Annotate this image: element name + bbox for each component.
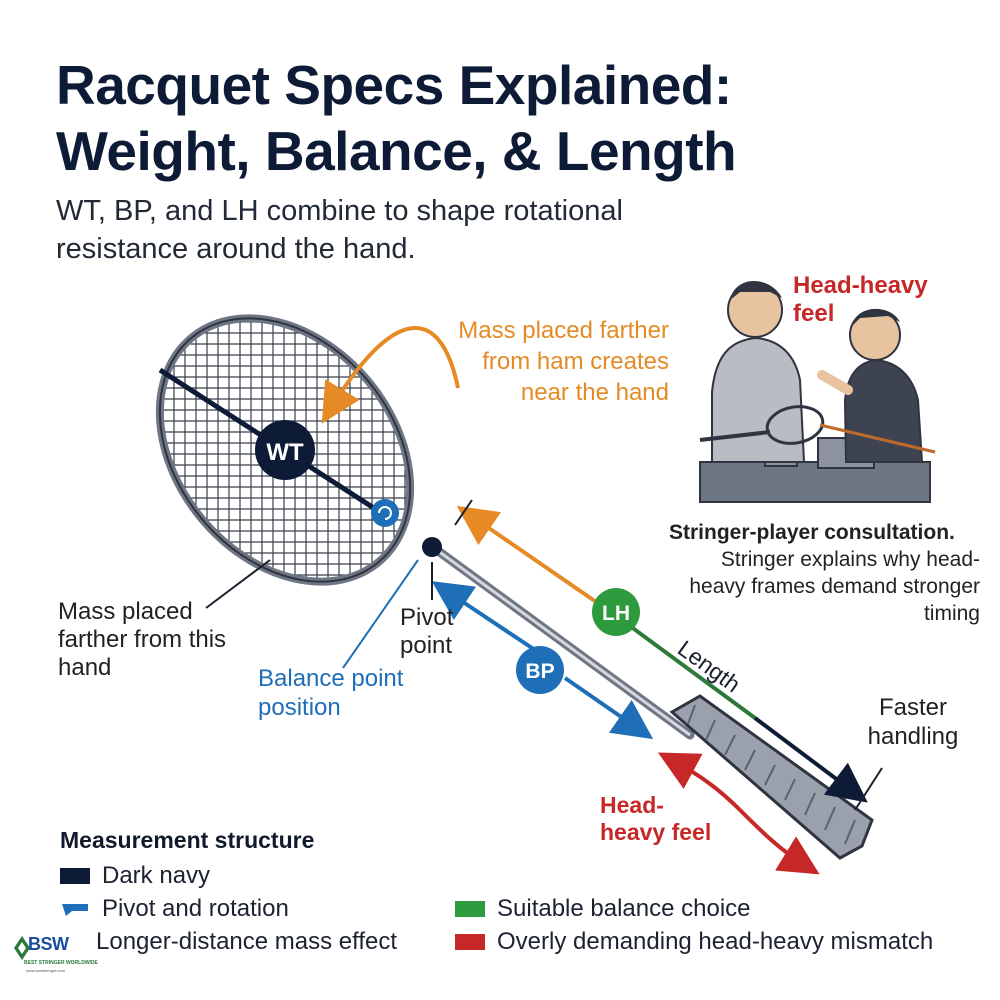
faster-handling-label: Faster handling (867, 694, 959, 750)
lh-end-tick (454, 499, 473, 526)
pivot-point-label: Pivot point (400, 604, 454, 659)
logo-sub: BEST STRINGER WORLDWIDE (24, 960, 98, 966)
head-heavy-top-label: Head-heavy feel (793, 272, 928, 327)
legend-label: Pivot and rotation (102, 895, 289, 922)
consultation-title: Stringer-player consultation. (669, 521, 955, 544)
legend-item-head-heavy-mismatch: Overly demanding head-heavy mismatch (455, 928, 933, 956)
green-swatch (455, 901, 485, 917)
legend-label: Dark navy (102, 862, 211, 889)
lh-badge (592, 588, 640, 636)
legend-item-dark-navy: Dark navy (60, 862, 210, 890)
title-line-2: Weight, Balance, & Length (56, 120, 737, 182)
red-swatch (455, 934, 485, 950)
logo-url: www.beststringer.com (26, 968, 65, 973)
racquet-handle (669, 694, 874, 860)
red-head-heavy-arrow-b (738, 808, 820, 875)
title-line-1: Racquet Specs Explained: (56, 54, 732, 116)
legend-label: Overly demanding head-heavy mismatch (497, 928, 934, 955)
page-title: Racquet Specs Explained: Weight, Balance… (56, 52, 956, 184)
consultation-illustration (699, 280, 936, 503)
blue-arrow-swatch (62, 904, 88, 916)
bp-arrow-down (563, 676, 654, 740)
legend-label: Longer-distance mass effect (96, 928, 398, 955)
length-arrow (753, 716, 868, 803)
lh-badge-label: LH (602, 602, 630, 625)
logo-text: BSW (28, 934, 69, 954)
legend-label: Suitable balance choice (497, 895, 751, 922)
legend-item-longer-distance: Longer-distance mass effect (96, 928, 397, 956)
bsw-logo (14, 936, 30, 960)
legend-item-pivot: Pivot and rotation (60, 895, 289, 923)
mass-hand-leader (205, 559, 271, 609)
navy-swatch (60, 868, 90, 884)
legend-title: Measurement structure (60, 827, 315, 853)
subtitle: WT, BP, and LH combine to shape rotation… (56, 195, 623, 265)
bp-badge (516, 646, 564, 694)
length-end-tick (854, 767, 883, 811)
bp-arrow-up (431, 581, 537, 652)
head-heavy-bottom-label: Head-heavy feel (600, 792, 712, 845)
balance-leader (342, 559, 419, 669)
red-head-heavy-arrow-a (657, 752, 742, 812)
legend-item-suitable-balance: Suitable balance choice (455, 895, 751, 923)
bp-badge-label: BP (525, 660, 554, 683)
mass-farther-hand-label: Mass placed farther from this hand (58, 598, 227, 681)
wt-badge (255, 420, 315, 480)
balance-point-label: Balance point position (258, 665, 404, 721)
lh-arrow (456, 505, 617, 617)
length-line (613, 613, 757, 720)
consultation-body: Stringer explains why head-heavy frames … (689, 548, 980, 625)
mass-farther-orange-label: Mass placed farther from ham creates nea… (458, 317, 669, 406)
pivot-point-dot (422, 537, 442, 557)
wt-badge-label: WT (266, 439, 304, 466)
rotation-icon (371, 499, 399, 527)
orange-mass-arrow (321, 326, 460, 424)
